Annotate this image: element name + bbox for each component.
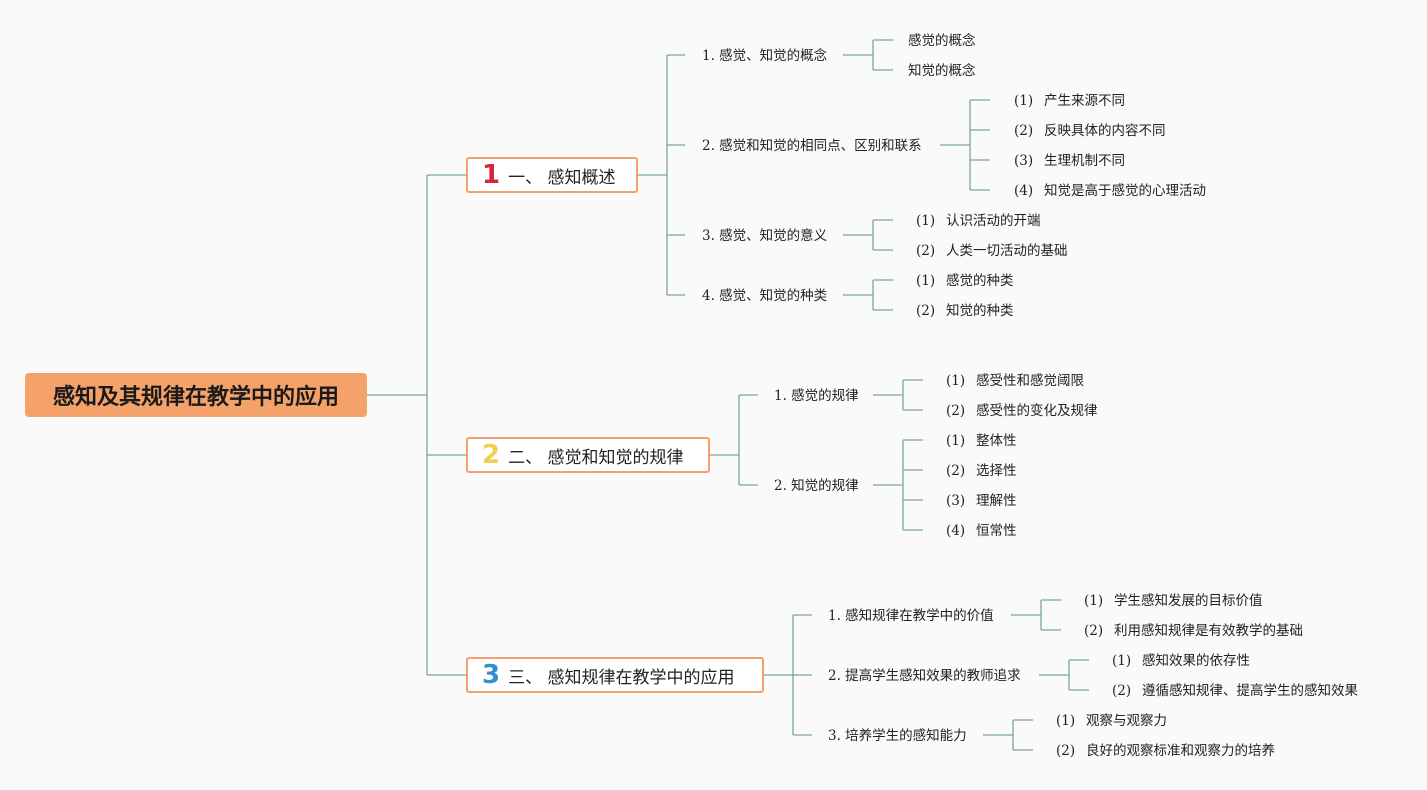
leaf-2-2-1[interactable]: (1)整体性 [946,433,1017,449]
section-2-topic[interactable]: 2 二、 感觉和知觉的规律 [466,437,710,473]
leaf-1-2-4[interactable]: (4)知觉是高于感觉的心理活动 [1014,183,1206,199]
leaf-1-2-1[interactable]: (1)产生来源不同 [1014,93,1125,109]
subtopic-3-2[interactable]: 2. 提高学生感知效果的教师追求 [828,668,1021,684]
subtopic-1-1[interactable]: 1. 感觉、知觉的概念 [702,48,828,64]
leaf-1-1-1[interactable]: 感觉的概念 [908,33,976,49]
leaf-1-1-2[interactable]: 知觉的概念 [908,63,976,79]
subtopic-3-3[interactable]: 3. 培养学生的感知能力 [828,728,967,744]
leaf-2-2-4[interactable]: (4)恒常性 [946,523,1017,539]
leaf-3-2-2[interactable]: (2)遵循感知规律、提高学生的感知效果 [1112,683,1358,699]
subtopic-2-1[interactable]: 1. 感觉的规律 [774,388,859,404]
leaf-1-3-1[interactable]: (1)认识活动的开端 [916,213,1041,229]
leaf-2-2-2[interactable]: (2)选择性 [946,463,1017,479]
leaf-3-3-1[interactable]: (1)观察与观察力 [1056,713,1167,729]
section-1-topic[interactable]: 1 一、 感知概述 [466,157,638,193]
root-topic-label: 感知及其规律在教学中的应用 [52,385,339,410]
leaf-3-1-2[interactable]: (2)利用感知规律是有效教学的基础 [1084,623,1303,639]
leaf-3-2-1[interactable]: (1)感知效果的依存性 [1112,653,1250,669]
leaf-2-1-2[interactable]: (2)感受性的变化及规律 [946,403,1098,419]
section-3-label: 三、 感知规律在教学中的应用 [508,667,735,688]
section-2-label: 二、 感觉和知觉的规律 [508,447,684,468]
leaf-3-1-1[interactable]: (1)学生感知发展的目标价值 [1084,593,1263,609]
number-1-icon: 1 [482,160,501,190]
number-3-icon: 3 [482,660,501,690]
subtopic-1-2[interactable]: 2. 感觉和知觉的相同点、区别和联系 [702,138,922,154]
subtopic-1-3[interactable]: 3. 感觉、知觉的意义 [702,228,828,244]
subtopic-2-2[interactable]: 2. 知觉的规律 [774,478,859,494]
number-2-icon: 2 [482,440,501,470]
leaf-2-1-1[interactable]: (1)感受性和感觉阈限 [946,373,1084,389]
subtopic-3-1[interactable]: 1. 感知规律在教学中的价值 [828,608,994,624]
leaf-1-3-2[interactable]: (2)人类一切活动的基础 [916,243,1068,259]
leaf-2-2-3[interactable]: (3)理解性 [946,493,1017,509]
subtopic-1-4[interactable]: 4. 感觉、知觉的种类 [702,288,828,304]
leaf-1-2-3[interactable]: (3)生理机制不同 [1014,153,1125,169]
root-topic[interactable]: 感知及其规律在教学中的应用 [25,373,367,417]
leaf-1-2-2[interactable]: (2)反映具体的内容不同 [1014,123,1166,139]
leaf-3-3-2[interactable]: (2)良好的观察标准和观察力的培养 [1056,743,1275,759]
leaf-1-4-2[interactable]: (2)知觉的种类 [916,303,1014,319]
leaf-1-4-1[interactable]: (1)感觉的种类 [916,273,1014,289]
section-3-topic[interactable]: 3 三、 感知规律在教学中的应用 [466,657,764,693]
section-1-label: 一、 感知概述 [508,167,616,188]
